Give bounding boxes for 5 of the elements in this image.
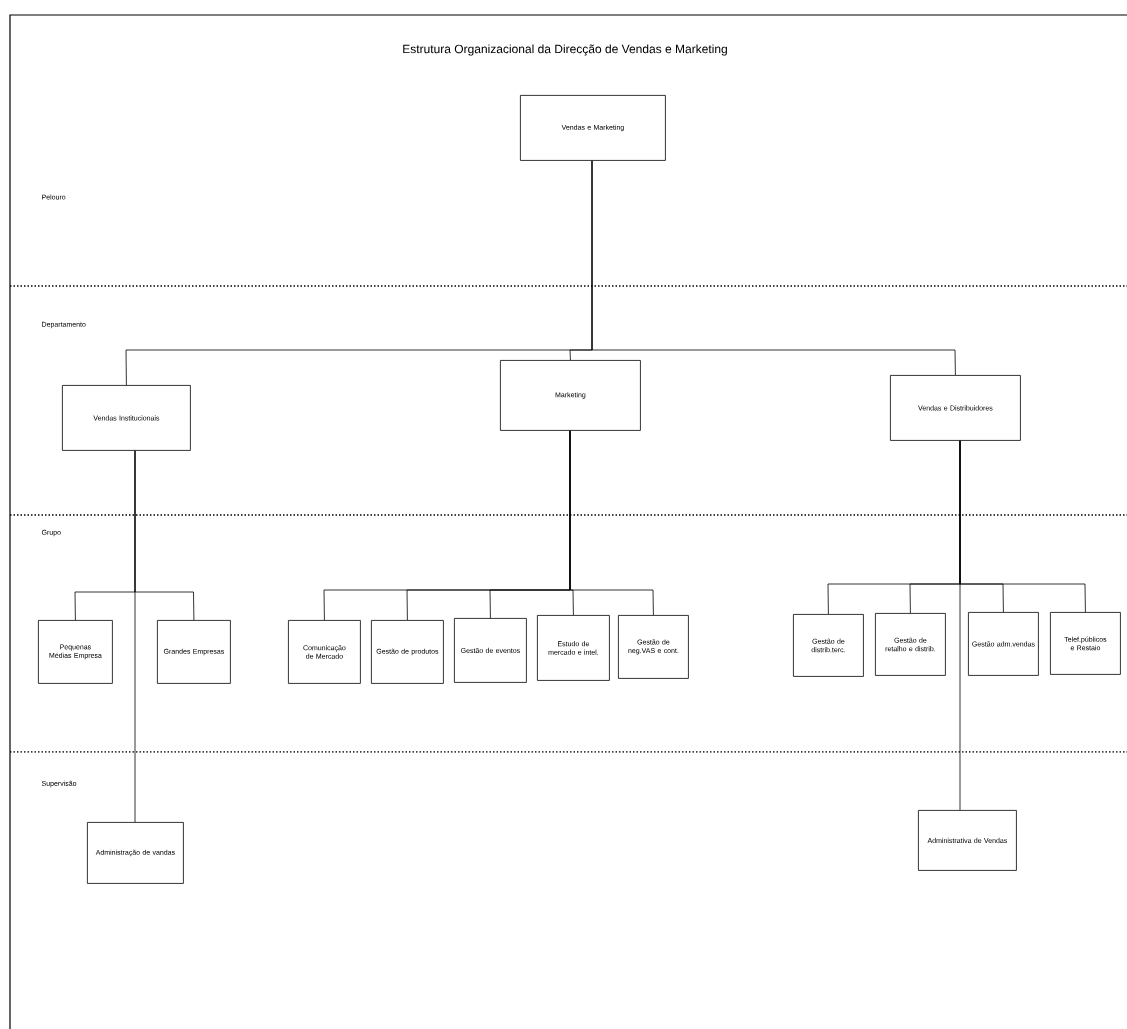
title: Estrutura Organizacional da Direcção de Vendas e Marketing [403, 44, 727, 56]
connector [591, 160, 956, 376]
connector [134, 450, 136, 823]
connector [959, 440, 961, 811]
connector [569, 430, 654, 616]
